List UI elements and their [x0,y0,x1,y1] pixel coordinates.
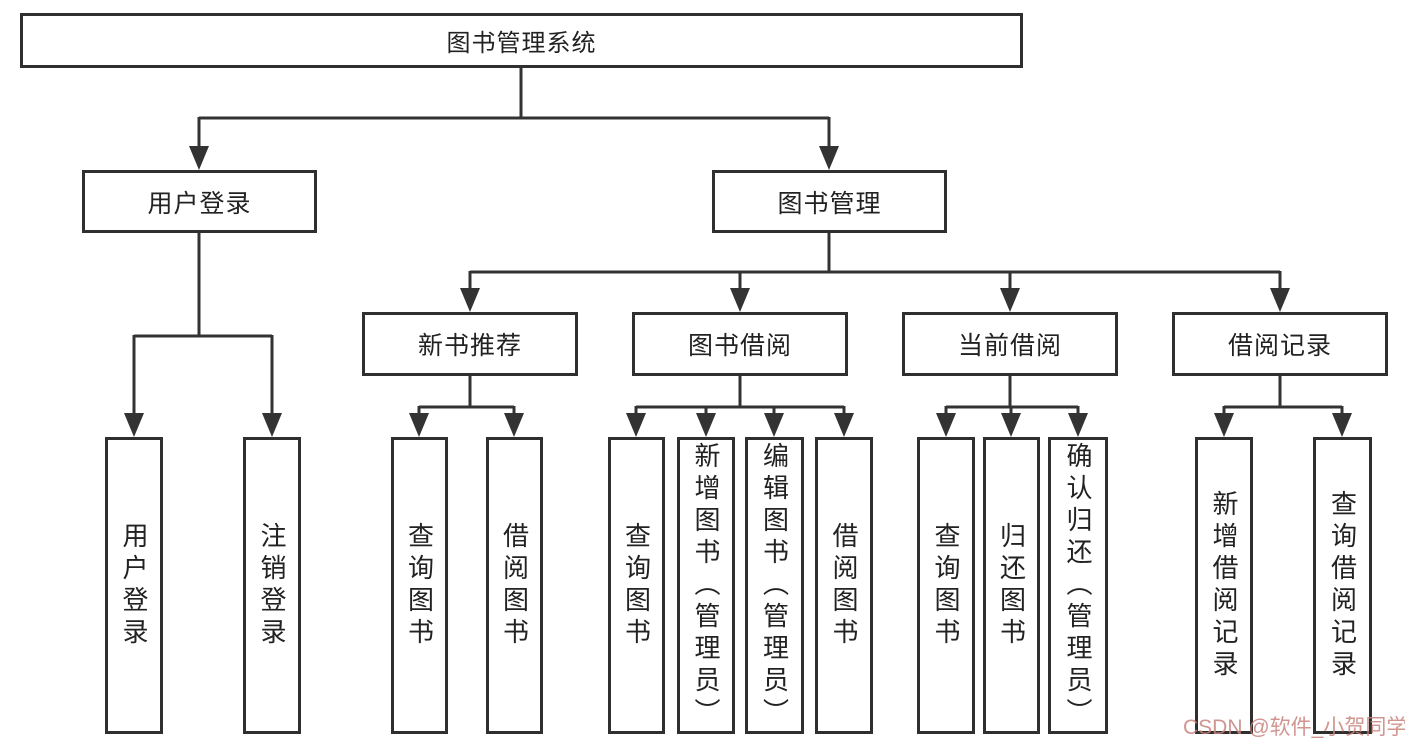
leaf-records-add-label: 新增借阅记录 [1209,489,1239,682]
arrowhead [730,288,750,312]
arrowhead [1001,413,1021,437]
connector-records-to-leaves [1214,376,1352,437]
leaf-current-confirm-admin: 确认归还（管理员） [1048,437,1108,734]
leaf-newbook-borrow: 借阅图书 [486,437,543,734]
leaf-logout-label: 注销登录 [257,521,287,650]
leaf-current-return-label: 归还图书 [996,521,1027,650]
arrowhead [409,413,429,437]
arrowhead [262,413,282,437]
arrowhead [936,413,956,437]
arrowhead [1214,413,1234,437]
leaf-borrow-add-admin-label: 新增图书（管理员） [691,441,721,730]
arrowhead [626,413,646,437]
leaf-current-query-label: 查询图书 [931,521,961,650]
leaf-borrow-query: 查询图书 [608,437,665,734]
node-borrow-records: 借阅记录 [1172,312,1388,376]
leaf-borrow-edit-admin-label: 编辑图书（管理员） [759,441,790,730]
connector-bookmgmt-to-level3 [460,233,1290,312]
leaf-records-add: 新增借阅记录 [1195,437,1253,734]
arrowhead [696,413,716,437]
connector-currentborrow-to-leaves [936,376,1088,437]
arrowhead [1332,413,1352,437]
leaf-logout: 注销登录 [243,437,301,734]
leaf-borrow-edit-admin: 编辑图书（管理员） [745,437,804,734]
leaf-newbook-query-label: 查询图书 [404,521,435,650]
arrowhead [819,146,839,170]
leaf-current-query: 查询图书 [917,437,975,734]
arrowhead [1000,288,1020,312]
node-book-borrow: 图书借阅 [632,312,848,376]
arrowhead [189,146,209,170]
arrowhead [1270,288,1290,312]
connector-userlogin-to-leaves [124,233,282,437]
arrowhead [504,413,524,437]
connector-bookborrow-to-leaves [626,376,854,437]
arrowhead [764,413,784,437]
connector-root-to-level2 [189,68,839,170]
csdn-watermark: CSDN @软件_小贺同学 [1183,716,1405,739]
node-book-management: 图书管理 [712,170,947,233]
node-current-borrow: 当前借阅 [902,312,1118,376]
leaf-records-query: 查询借阅记录 [1313,437,1372,734]
leaf-borrow-borrow-label: 借阅图书 [829,521,859,650]
leaf-borrow-add-admin: 新增图书（管理员） [677,437,735,734]
node-user-login: 用户登录 [82,170,317,233]
node-root: 图书管理系统 [20,13,1023,68]
leaf-borrow-query-label: 查询图书 [621,521,652,650]
connector-newbook-to-leaves [409,376,524,437]
leaf-newbook-borrow-label: 借阅图书 [499,521,530,650]
leaf-borrow-borrow: 借阅图书 [815,437,873,734]
leaf-user-login: 用户登录 [105,437,163,734]
leaf-newbook-query: 查询图书 [391,437,448,734]
arrowhead [834,413,854,437]
node-new-book-recommend: 新书推荐 [362,312,578,376]
arrowhead [460,288,480,312]
leaf-current-return: 归还图书 [983,437,1040,734]
arrowhead [1068,413,1088,437]
leaf-user-login-label: 用户登录 [119,521,149,650]
leaf-current-confirm-admin-label: 确认归还（管理员） [1063,441,1093,730]
arrowhead [124,413,144,437]
leaf-records-query-label: 查询借阅记录 [1327,489,1358,682]
